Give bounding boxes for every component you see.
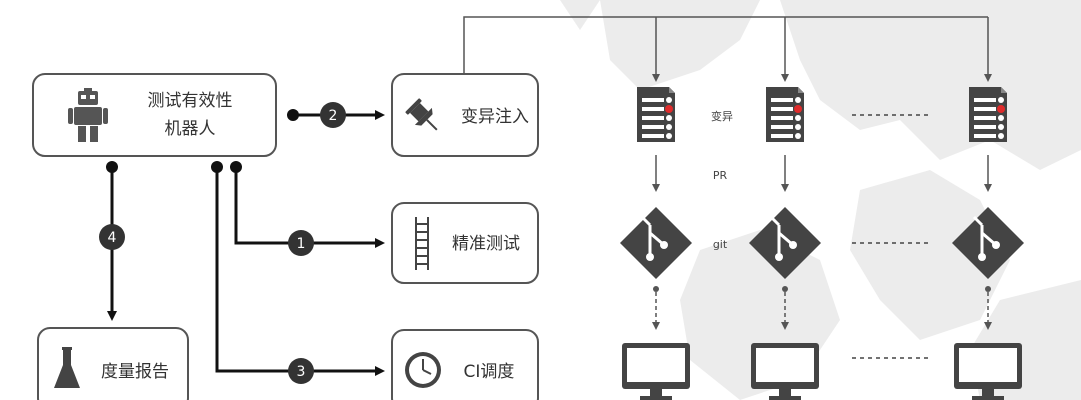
badge-three-text: 3 <box>297 364 306 380</box>
report-label: 度量报告 <box>101 362 169 382</box>
git-icon <box>620 207 692 279</box>
monitor-icon <box>622 343 690 400</box>
pushpin-icon <box>405 98 438 131</box>
robot-title-line2: 机器人 <box>165 119 216 139</box>
robot-node: 测试有效性 机器人 <box>32 73 277 157</box>
robot-title-line1: 测试有效性 <box>148 91 233 111</box>
ci-label: CI调度 <box>464 362 515 382</box>
distribution-lines <box>463 16 992 82</box>
badge-two: 2 <box>320 102 346 128</box>
code-file-icon <box>637 87 675 142</box>
ellipsis-dashes <box>852 114 930 359</box>
badge-four-text: 4 <box>108 230 117 246</box>
mutation-label: 变异注入 <box>461 107 529 127</box>
report-node: 度量报告 <box>37 327 189 400</box>
badge-four: 4 <box>99 224 125 250</box>
badge-one-text: 1 <box>297 236 306 252</box>
connector-robot-precise <box>230 161 385 248</box>
ci-node: CI调度 <box>391 329 539 400</box>
mutation-node: 变异注入 <box>391 73 539 157</box>
badge-three: 3 <box>288 358 314 384</box>
monitor-icon <box>954 343 1022 400</box>
git-icon <box>749 207 821 279</box>
label-git: git <box>713 238 728 251</box>
flask-icon <box>54 347 80 388</box>
label-mutate: 变异 <box>711 109 733 123</box>
connector-robot-ci <box>211 161 385 376</box>
pipeline-dots <box>653 286 991 292</box>
code-file-icon <box>766 87 804 142</box>
badge-two-text: 2 <box>329 108 338 124</box>
precise-label: 精准测试 <box>452 234 520 254</box>
robot-icon <box>68 88 108 142</box>
label-pr: PR <box>713 169 728 182</box>
pipeline-arrows <box>652 155 992 330</box>
clock-icon <box>405 352 441 388</box>
precise-node: 精准测试 <box>391 202 539 284</box>
git-icon <box>952 207 1024 279</box>
code-file-icon <box>969 87 1007 142</box>
background-map <box>560 0 1081 400</box>
monitor-icon <box>751 343 819 400</box>
badge-one: 1 <box>288 230 314 256</box>
ladder-icon <box>415 217 429 270</box>
